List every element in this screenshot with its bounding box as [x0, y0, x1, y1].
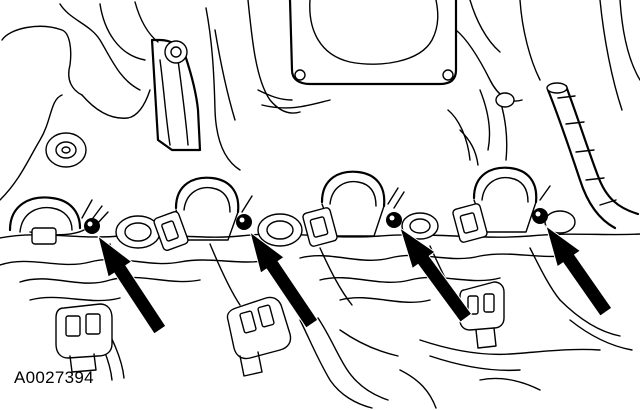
pointer-arrow: [97, 234, 167, 335]
pointer-arrow: [545, 224, 613, 317]
casting-right: [447, 0, 541, 166]
bolt-2: [236, 214, 252, 230]
coil-assembly-4: [452, 166, 551, 243]
bolt-boss-2: [257, 213, 303, 247]
connector-left: [55, 303, 113, 373]
pointer-arrows: [97, 224, 613, 335]
coil-assembly-1: [8, 196, 109, 245]
intake-manifold-casting: [0, 0, 640, 230]
vacuum-hose: [546, 0, 640, 230]
bracket-left: [150, 7, 241, 171]
manifold-runners: [0, 233, 640, 311]
bolt-4: [532, 208, 548, 224]
bolt-1: [84, 218, 100, 234]
sensor-boss-left: [45, 132, 87, 168]
coil-assembly-2: [153, 176, 253, 251]
bolt-3: [386, 212, 402, 228]
manifold-bolts: [84, 208, 548, 234]
pointer-arrow: [249, 230, 319, 329]
coil-assembly-3: [302, 170, 405, 247]
connector-center: [226, 296, 292, 377]
bolt-boss-3: [401, 212, 439, 240]
throttle-body-flange: [247, 0, 458, 114]
connector-right: [459, 281, 505, 349]
pointer-arrow: [399, 226, 473, 323]
bolt-bosses: [115, 210, 576, 249]
figure-code: A0027394: [14, 368, 94, 387]
bolt-boss-1: [115, 215, 161, 249]
wiring-harness: [89, 299, 633, 409]
